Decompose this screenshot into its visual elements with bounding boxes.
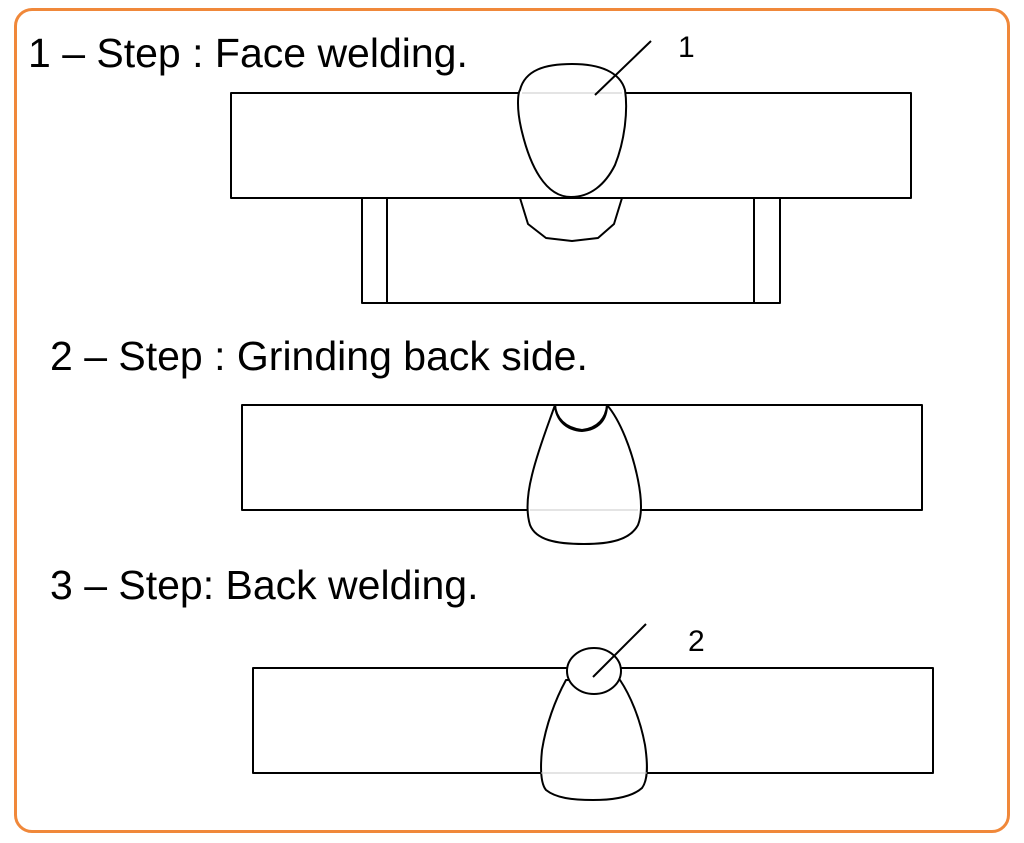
step1-illustration (230, 40, 912, 304)
step3-illustration (252, 623, 934, 801)
ground-weld-profile (526, 404, 642, 545)
face-weld-bead (517, 63, 628, 198)
main-weld-bead (540, 679, 648, 801)
step-1-label: 1 – Step : Face welding. (28, 30, 468, 76)
back-weld-bead (566, 647, 622, 695)
root-penetration (519, 197, 623, 242)
callout-number-2: 2 (688, 625, 705, 658)
step2-illustration (241, 404, 923, 545)
callout-2-leader (592, 623, 647, 678)
ground-groove (554, 404, 608, 432)
callout-number-1: 1 (678, 31, 695, 64)
callout-1-leader (594, 40, 652, 96)
step-3-label: 3 – Step: Back welding. (50, 562, 479, 608)
step-2-label: 2 – Step : Grinding back side. (50, 333, 588, 379)
